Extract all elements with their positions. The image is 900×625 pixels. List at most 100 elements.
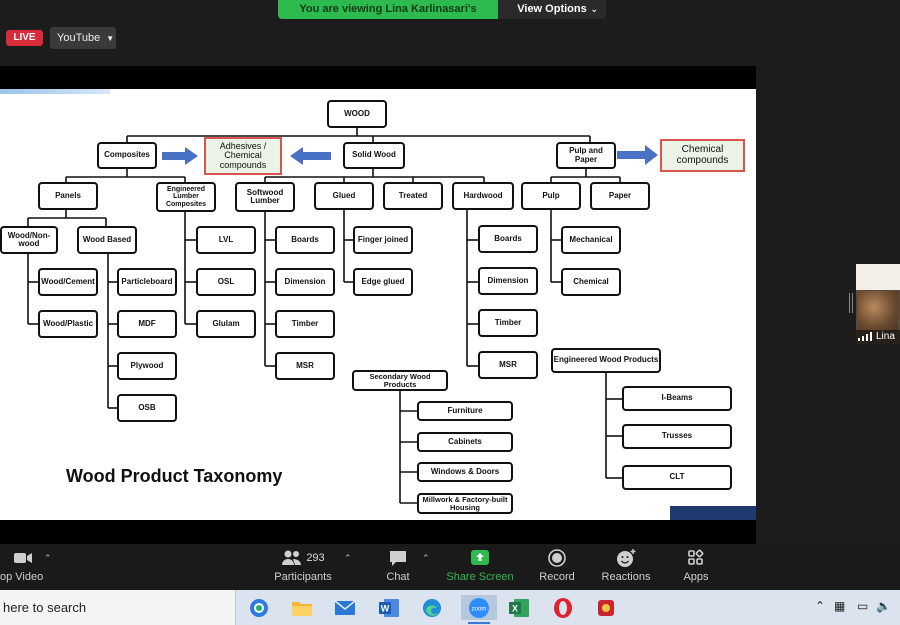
zoom-app-icon[interactable]: zoom (461, 595, 497, 624)
share-screen-icon (471, 550, 489, 565)
node-composites: Composites (97, 142, 157, 169)
node-wood-based: Wood Based (77, 226, 137, 254)
participants-options-caret-icon[interactable]: ⌃ (344, 553, 352, 563)
node-secondary-wood-products: Secondary Wood Products (352, 370, 448, 391)
node-edge-glued: Edge glued (353, 268, 413, 296)
node-lvl: LVL (196, 226, 256, 254)
node-mechanical: Mechanical (561, 226, 621, 254)
participant-name-label: Lina (856, 330, 900, 344)
tray-network-icon[interactable]: ▦ (834, 599, 846, 613)
node-chemical: Chemical (561, 268, 621, 296)
node-hardwood-timber: Timber (478, 309, 538, 337)
node-chemical-compounds: Chemical compounds (660, 139, 745, 172)
reactions-emoji-icon (617, 549, 636, 567)
thumbnail-drag-handle[interactable] (849, 293, 853, 313)
svg-text:W: W (381, 603, 390, 613)
node-windows-doors: Windows & Doors (417, 462, 513, 482)
taskbar-app-webex-icon[interactable] (245, 595, 273, 620)
node-wood-cement: Wood/Cement (38, 268, 98, 296)
chat-bubble-icon (390, 551, 406, 566)
tray-chevron-up-icon[interactable]: ⌃ (815, 599, 826, 613)
node-osl: OSL (196, 268, 256, 296)
node-softwood-timber: Timber (275, 310, 335, 338)
node-millwork-housing: Millwork & Factory-built Housing (417, 493, 513, 514)
chat-label: Chat (386, 571, 410, 583)
chevron-down-icon: ⌄ (590, 4, 598, 14)
node-softwood-msr: MSR (275, 352, 335, 380)
participant-count: 293 (306, 552, 325, 564)
record-icon (548, 549, 566, 567)
participants-icon (282, 550, 302, 565)
reactions-button[interactable]: Reactions (600, 548, 652, 583)
node-treated: Treated (383, 182, 443, 210)
node-engineered-lumber-composites: Engineered Lumber Composites (156, 182, 216, 212)
record-label: Record (539, 571, 575, 583)
arrow-shapes (162, 145, 658, 165)
chat-button[interactable]: Chat (380, 548, 416, 583)
thumbnail-image (858, 291, 898, 331)
node-engineered-wood-products: Engineered Wood Products (551, 348, 661, 373)
node-hardwood-boards: Boards (478, 225, 538, 253)
tray-display-icon[interactable]: ▭ (857, 599, 869, 613)
caret-down-icon: ▼ (106, 34, 115, 43)
node-trusses: Trusses (622, 424, 732, 449)
node-hardwood-msr: MSR (478, 351, 538, 379)
apps-icon (688, 549, 704, 565)
view-options-label: View Options (517, 3, 587, 15)
chat-options-caret-icon[interactable]: ⌃ (422, 553, 430, 563)
live-platform-dropdown[interactable]: YouTube▼ (50, 27, 116, 49)
node-plywood: Plywood (117, 352, 177, 380)
record-button[interactable]: Record (536, 548, 578, 583)
video-options-caret-icon[interactable]: ⌃ (44, 553, 52, 563)
node-hardwood: Hardwood (452, 182, 514, 210)
slide-footer-bar (670, 506, 756, 520)
taskbar-search-input[interactable]: here to search (0, 590, 236, 625)
opera-browser-icon[interactable] (549, 595, 577, 620)
share-screen-button[interactable]: Share Screen (446, 548, 514, 583)
reactions-label: Reactions (601, 571, 651, 583)
node-softwood-boards: Boards (275, 226, 335, 254)
live-badge: LIVE (6, 30, 43, 46)
shared-slide: WOOD Composites Adhesives / Chemical com… (0, 89, 756, 520)
word-icon[interactable]: W (375, 595, 403, 620)
slide-title: Wood Product Taxonomy (66, 466, 283, 486)
node-furniture: Furniture (417, 401, 513, 421)
node-osb: OSB (117, 394, 177, 422)
search-placeholder: here to search (3, 600, 87, 615)
participant-video-thumbnail[interactable]: Lina (856, 264, 900, 344)
node-glued: Glued (314, 182, 374, 210)
file-explorer-icon[interactable] (288, 595, 316, 620)
meeting-toolbar: op Video ⌃ 293 Participants ⌃ Chat ⌃ Sha… (0, 544, 900, 590)
participants-label: Participants (274, 571, 332, 583)
node-wood-nonwood: Wood/Non-wood (0, 226, 58, 254)
node-glulam: Glulam (196, 310, 256, 338)
svg-text:X: X (512, 603, 518, 613)
node-adhesives: Adhesives / Chemical compounds (204, 137, 282, 175)
node-cabinets: Cabinets (417, 432, 513, 452)
participant-name: Lina (876, 331, 895, 342)
participants-button[interactable]: 293 Participants (270, 548, 336, 583)
screen-share-banner: You are viewing Lina Karlinasari's scree… (278, 0, 606, 19)
node-panels: Panels (38, 182, 98, 210)
excel-icon[interactable]: X (505, 595, 533, 620)
node-mdf: MDF (117, 310, 177, 338)
video-camera-icon (14, 553, 32, 563)
video-button[interactable]: op Video (0, 548, 46, 583)
apps-button[interactable]: Apps (678, 548, 714, 583)
taskbar-app-red-icon[interactable] (592, 595, 620, 620)
node-particleboard: Particleboard (117, 268, 177, 296)
edge-browser-icon[interactable] (418, 595, 446, 620)
svg-text:zoom: zoom (472, 606, 487, 612)
node-softwood-dimension: Dimension (275, 268, 335, 296)
view-options-button[interactable]: View Options ⌄ (498, 0, 606, 19)
node-solid-wood: Solid Wood (343, 142, 405, 169)
node-hardwood-dimension: Dimension (478, 267, 538, 295)
slide-accent-bar (0, 89, 110, 94)
node-softwood-lumber: Softwood Lumber (235, 182, 295, 212)
apps-label: Apps (683, 571, 709, 583)
tray-volume-icon[interactable]: 🔈 (876, 599, 891, 613)
mail-icon[interactable] (331, 595, 359, 620)
node-wood-plastic: Wood/Plastic (38, 310, 98, 338)
viewing-screen-label: You are viewing Lina Karlinasari's scree… (278, 0, 498, 19)
node-pulp-paper: Pulp and Paper (556, 142, 616, 169)
